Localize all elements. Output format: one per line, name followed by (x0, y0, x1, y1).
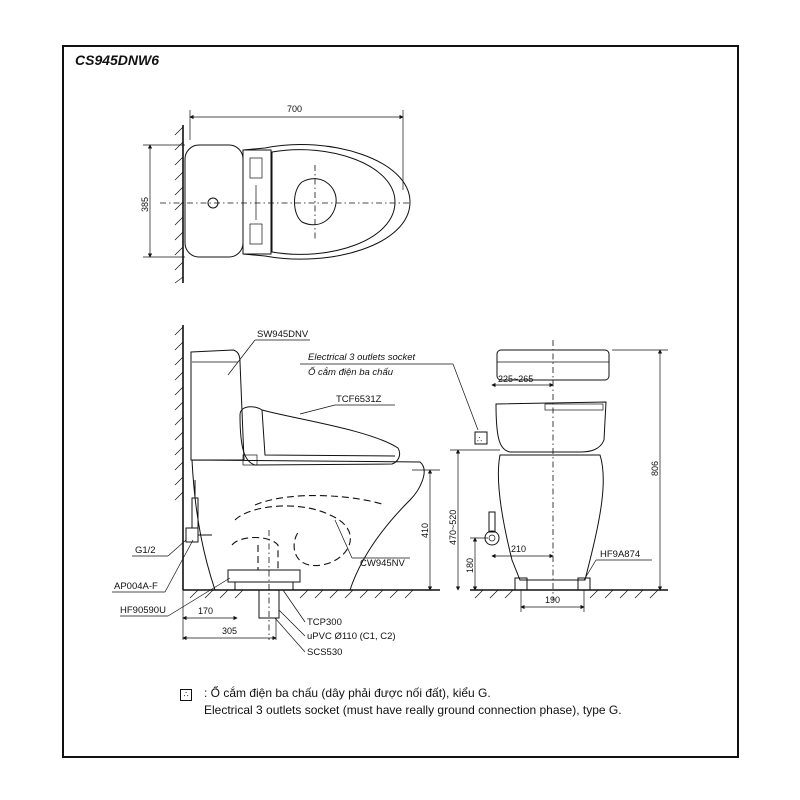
top-wall-hatch (174, 126, 184, 284)
top-bowl-opening (294, 178, 337, 226)
dim-inlet-center: 210 (511, 544, 526, 554)
socket-symbol-icon: ∴ (180, 689, 192, 701)
label-socket-en: Electrical 3 outlets socket (308, 352, 416, 363)
label-bowl: CW945NV (360, 558, 406, 569)
dim-top-depth: 385 (140, 197, 150, 212)
dim-socket-offset: 225~265 (498, 374, 533, 384)
top-seat-unit (242, 149, 272, 255)
side-trapway (234, 505, 351, 566)
top-view: 700 385 (140, 104, 411, 284)
note-line-vi: : Ổ cắm điện ba chấu (dây phải được nối … (204, 686, 491, 700)
dim-top-width: 700 (287, 104, 302, 114)
side-view: 410 170 305 SW945DNV TCF6531Z CW945NV G1… (112, 325, 479, 658)
label-seat: TCF6531Z (336, 394, 382, 405)
label-valve: G1/2 (135, 545, 156, 556)
dim-wall-to-center: 305 (222, 626, 237, 636)
label-angle-valve: AP004A-F (114, 581, 158, 592)
label-seal: SCS530 (307, 647, 342, 658)
front-socket (474, 431, 488, 445)
side-tank (190, 349, 245, 461)
model-code: CS945DNW6 (75, 52, 160, 68)
front-bowl (497, 454, 604, 581)
dim-front-height: 806 (650, 461, 660, 476)
dim-inlet-height: 470~520 (448, 510, 458, 545)
front-seat (495, 401, 607, 453)
drawing-frame (62, 45, 739, 758)
label-hose: HF90590U (120, 605, 166, 616)
side-seat (239, 406, 401, 466)
label-socket-vi: Ổ cắm điện ba chấu (308, 366, 394, 378)
label-front-part: HF9A874 (600, 549, 640, 560)
dim-foot-width: 190 (545, 595, 560, 605)
top-tank (184, 144, 244, 258)
note-line-en: Electrical 3 outlets socket (must have r… (204, 703, 622, 717)
label-flange: TCP300 (307, 617, 342, 628)
top-seat (271, 149, 396, 255)
dim-side-height: 410 (420, 523, 430, 538)
dim-wall-to-pipe: 170 (198, 606, 213, 616)
label-tank: SW945DNV (257, 329, 309, 340)
label-pipe: uPVC Ø110 (C1, C2) (307, 631, 396, 642)
front-view: ∴ 225~265 806 470~520 180 210 190 HF9A87… (448, 340, 668, 612)
side-bowl (191, 459, 425, 591)
top-bowl (242, 144, 411, 260)
dim-inlet-offset: 180 (465, 558, 475, 573)
svg-text:∴: ∴ (477, 435, 482, 444)
side-flange (227, 569, 301, 583)
